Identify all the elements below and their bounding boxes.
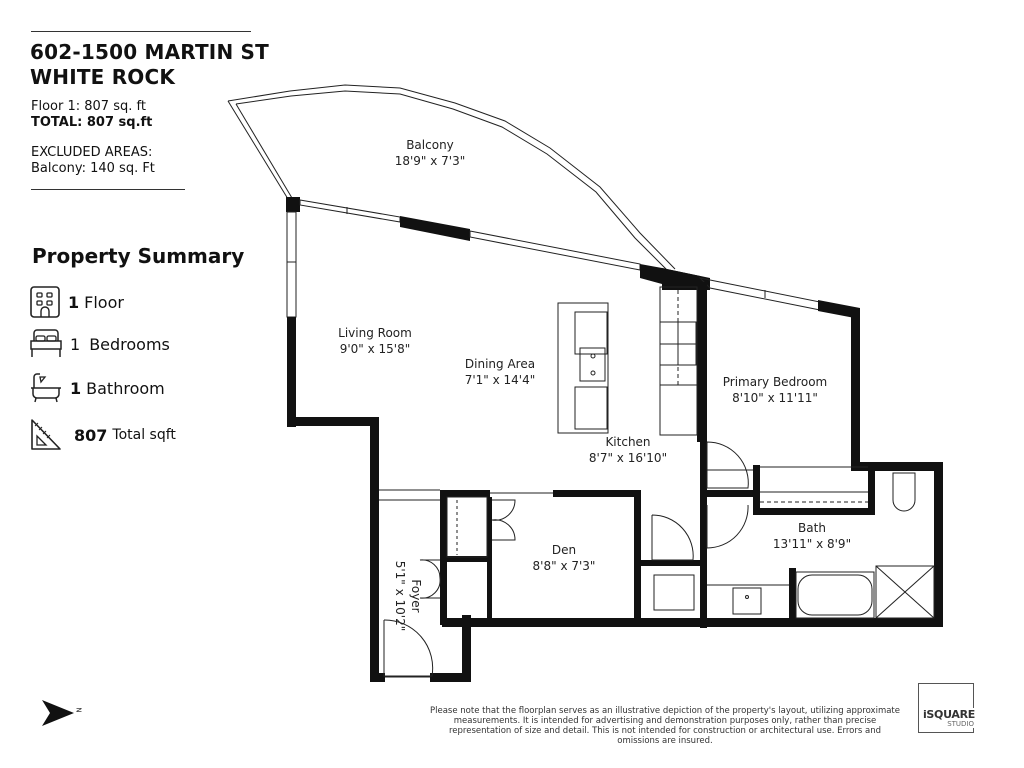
top-rule: [31, 31, 251, 32]
summary-title: Property Summary: [32, 244, 245, 268]
area-summary: Floor 1: 807 sq. ft TOTAL: 807 sq.ft: [31, 99, 152, 131]
disclaimer: Please note that the floorplan serves as…: [430, 706, 900, 746]
north-arrow-icon: [42, 700, 74, 726]
summary-sqft: 807 Total sqft: [30, 418, 176, 452]
summary-bathroom: 1 Bathroom: [30, 372, 165, 404]
balcony-outline: [227, 84, 676, 271]
bed-icon: [30, 329, 62, 357]
north-label: N: [74, 707, 83, 713]
summary-floor: 1 Floor: [30, 286, 124, 318]
excluded-title: EXCLUDED AREAS:: [31, 145, 153, 160]
set-square-icon: [31, 419, 61, 450]
bottom-rule: [31, 189, 185, 190]
exterior-top-wall: [286, 197, 860, 319]
left-exterior-wall: [287, 317, 471, 682]
floor-area: Floor 1: 807 sq. ft: [31, 99, 146, 114]
kitchen-bedroom-wall: [697, 282, 707, 442]
address-title: 602-1500 MARTIN ST WHITE ROCK: [30, 40, 269, 90]
total-area: TOTAL: 807 sq.ft: [31, 115, 153, 130]
excluded-balcony: Balcony: 140 sq. Ft: [31, 161, 155, 176]
excluded-areas: EXCLUDED AREAS: Balcony: 140 sq. Ft: [31, 145, 155, 177]
address-line2: WHITE ROCK: [30, 65, 176, 89]
building-icon: [30, 286, 60, 318]
summary-bedrooms: 1 Bedrooms: [30, 329, 170, 359]
isquare-studio-logo: iSQUARE STUDIO: [918, 683, 975, 733]
address-line1: 602-1500 MARTIN ST: [30, 40, 269, 64]
left-window-wall: [286, 211, 297, 318]
bathtub-icon: [31, 373, 61, 403]
